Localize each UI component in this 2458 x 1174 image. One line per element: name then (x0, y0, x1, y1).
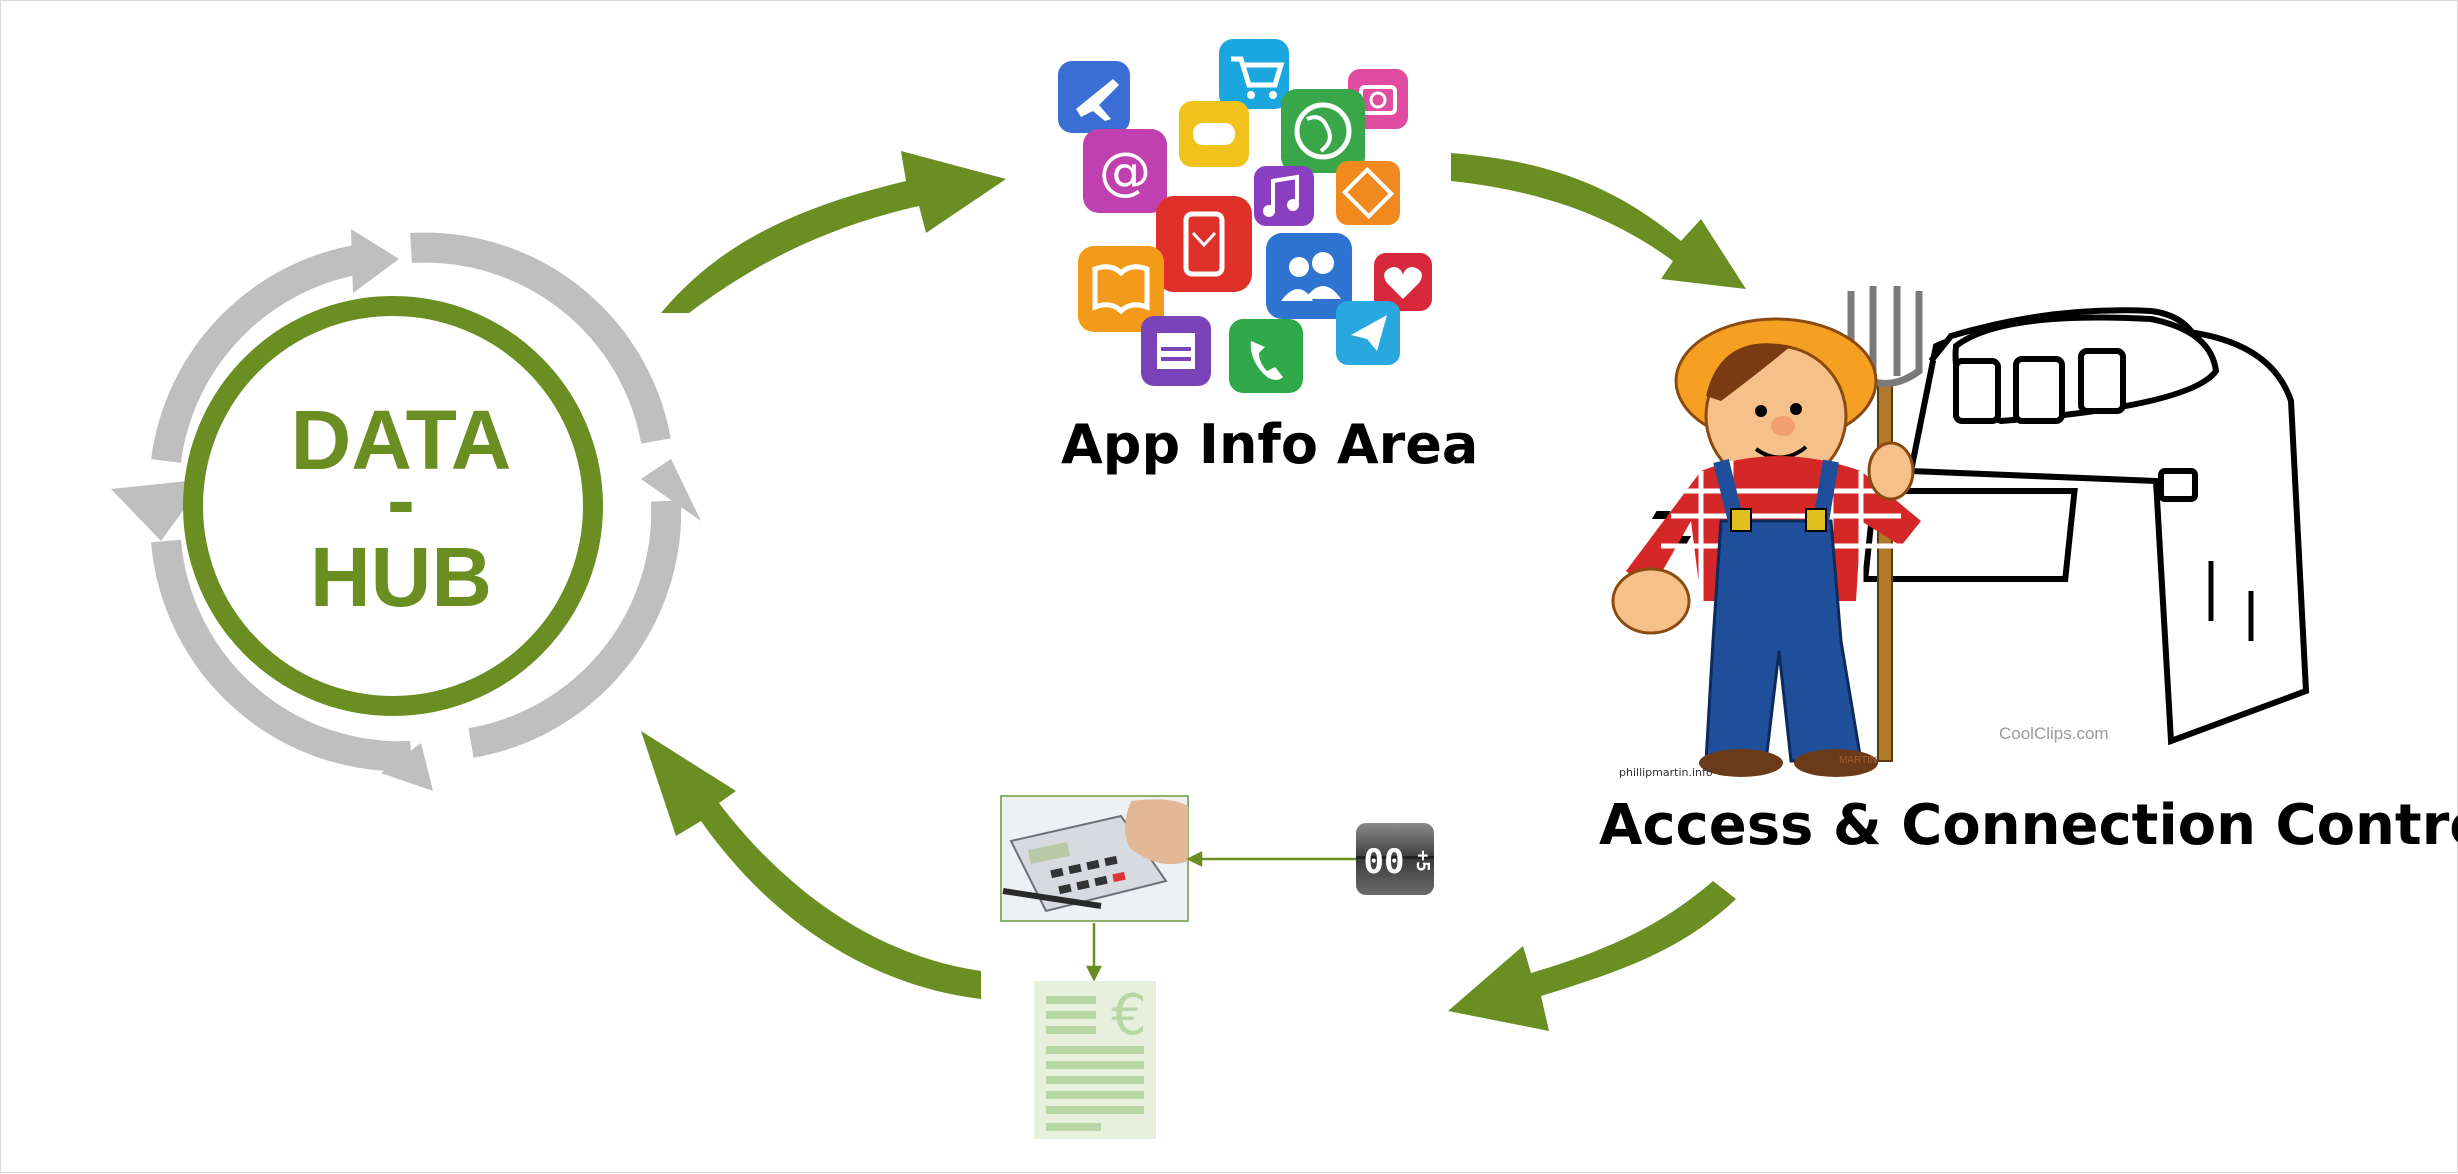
farmer-with-machine-illustration: phillipmartin.info CoolClips.com MARTIN (1611, 286, 2310, 779)
hub-label-line3: HUB (310, 530, 492, 624)
farmer-icon (1611, 317, 1921, 777)
hub-ring (183, 296, 603, 716)
phone-icon (1229, 319, 1303, 393)
euro-symbol: € (1111, 983, 1147, 1048)
hub-label-line2: - (387, 453, 415, 547)
hub-label-line1: DATA (291, 393, 512, 487)
svg-text:@: @ (1099, 142, 1151, 202)
watermark-phillipmartin: phillipmartin.info (1619, 766, 1713, 779)
watermark-coolclips: CoolClips.com (1999, 724, 2109, 743)
access-control-caption: Access & Connection Control (1599, 793, 2458, 858)
news-icon (1141, 316, 1211, 386)
machine-icon (1861, 307, 2310, 746)
arrow-hub-to-apps (661, 151, 1006, 313)
shopping-cart-icon (1219, 39, 1289, 109)
calculator-photo-icon (1000, 795, 1189, 922)
arrow-access-to-billing (1448, 881, 1736, 1031)
gamepad-icon (1179, 101, 1249, 167)
book-icon (1078, 246, 1164, 332)
contacts-icon (1266, 233, 1352, 319)
billing-connectors (1085, 850, 1356, 982)
music-note-icon (1254, 166, 1314, 226)
counter-small-digits: +5 (1412, 850, 1433, 872)
arrow-apps-to-access (1451, 153, 1746, 289)
counter-digits: 00 (1364, 842, 1405, 882)
cycle-arrows-icon (151, 232, 682, 772)
globe-icon (1281, 89, 1365, 173)
at-sign-icon: @ (1083, 129, 1167, 213)
app-icons-cloud: @ (1058, 39, 1432, 393)
billing-cluster: 00 +5 € (1000, 795, 1434, 1139)
invoice-icon: € (1034, 981, 1156, 1139)
film-icon (1336, 161, 1400, 225)
app-area-caption: App Info Area (1061, 413, 1479, 476)
counter-icon: 00 +5 (1356, 823, 1434, 895)
data-hub: DATA - HUB (111, 229, 701, 791)
arrow-billing-to-hub (641, 731, 981, 999)
airplane-icon (1058, 61, 1130, 133)
send-icon (1336, 301, 1400, 365)
flow-arrows (641, 151, 1746, 1031)
heart-icon (1374, 253, 1432, 311)
cycle-arrowheads (111, 229, 701, 791)
artist-signature: MARTIN (1839, 755, 1877, 766)
smartphone-mail-icon (1156, 196, 1252, 292)
